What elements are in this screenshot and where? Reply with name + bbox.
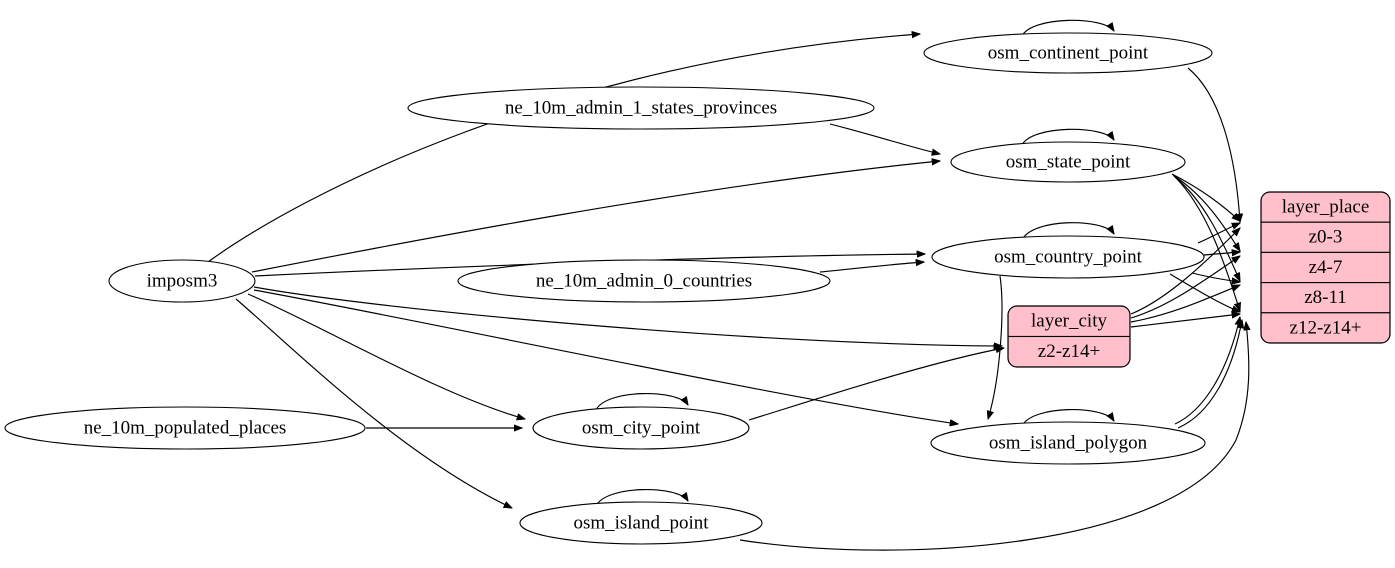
graph-edge (235, 298, 512, 508)
graph-edge (253, 286, 1002, 346)
graph-node-osm_island_point[interactable]: osm_island_point (519, 501, 763, 545)
graph-node-osm_continent_point[interactable]: osm_continent_point (923, 32, 1213, 74)
graph-edge (1021, 128, 1114, 146)
graph-edge (595, 488, 688, 507)
graph-edge (739, 322, 1249, 551)
graph-edge (1177, 320, 1242, 429)
graph-edge (1187, 67, 1240, 222)
node-shape (930, 421, 1206, 465)
graph-node-ne_10m_admin_0_countries[interactable]: ne_10m_admin_0_countries (457, 259, 831, 303)
graph-edge (988, 275, 1003, 419)
graph-node-imposm3[interactable]: imposm3 (108, 259, 256, 303)
graph-edge (1130, 284, 1240, 323)
graph-node-ne_10m_admin_1_states_provinces[interactable]: ne_10m_admin_1_states_provinces (407, 86, 875, 130)
graph-edge (748, 348, 1004, 421)
node-shape (457, 259, 831, 303)
record-outline (1260, 191, 1391, 344)
graph-edge (595, 392, 688, 411)
graph-node-osm_state_point[interactable]: osm_state_point (950, 141, 1186, 183)
record-row-cell (1008, 306, 1130, 338)
graph-edge (819, 262, 924, 273)
graph-edge (1172, 174, 1240, 251)
graph-node-osm_city_point[interactable]: osm_city_point (532, 406, 750, 450)
graph-edge (251, 161, 940, 273)
record-outline (1007, 305, 1131, 368)
graph-edge (1130, 314, 1240, 328)
node-shape (108, 259, 256, 303)
graph-edge (247, 293, 525, 419)
record-row-cell (1261, 221, 1390, 253)
graph-edge (1021, 408, 1114, 427)
graph-edge (1191, 272, 1240, 282)
graph-edge (1021, 19, 1114, 37)
record-row-cell (1261, 312, 1390, 343)
graph-edge (1021, 222, 1114, 241)
node-shape (923, 32, 1213, 74)
graph-edge (253, 289, 958, 424)
graph-edge (1174, 317, 1240, 425)
graph-node-ne_10m_populated_places[interactable]: ne_10m_populated_places (4, 406, 366, 450)
graph-edge (207, 34, 920, 263)
record-row-cell (1261, 251, 1390, 284)
graph-edge (1174, 176, 1240, 311)
node-shape (519, 501, 763, 545)
graph-edge (1171, 173, 1240, 221)
graph-edge (1169, 273, 1240, 313)
graph-node-osm_island_polygon[interactable]: osm_island_polygon (930, 421, 1206, 465)
record-row-cell (1261, 282, 1390, 314)
graph-edge (1130, 228, 1240, 315)
record-row-cell (1261, 192, 1390, 223)
node-shape (532, 406, 750, 450)
node-shape (950, 141, 1186, 183)
graph-edge (1173, 175, 1240, 281)
graph-node-osm_country_point[interactable]: osm_country_point (931, 235, 1205, 279)
record-row-cell (1008, 335, 1130, 367)
node-shape (931, 235, 1205, 279)
graph-edge (1203, 252, 1240, 255)
node-shape (407, 86, 875, 130)
graph-edge (1197, 223, 1240, 244)
nodes-layer: imposm3 ne_10m_admin_1_states_provincesne… (4, 32, 1213, 545)
graph-edge (1130, 256, 1240, 319)
edges-layer (207, 19, 1249, 551)
node-shape (4, 406, 366, 450)
graph-edge (829, 123, 940, 154)
